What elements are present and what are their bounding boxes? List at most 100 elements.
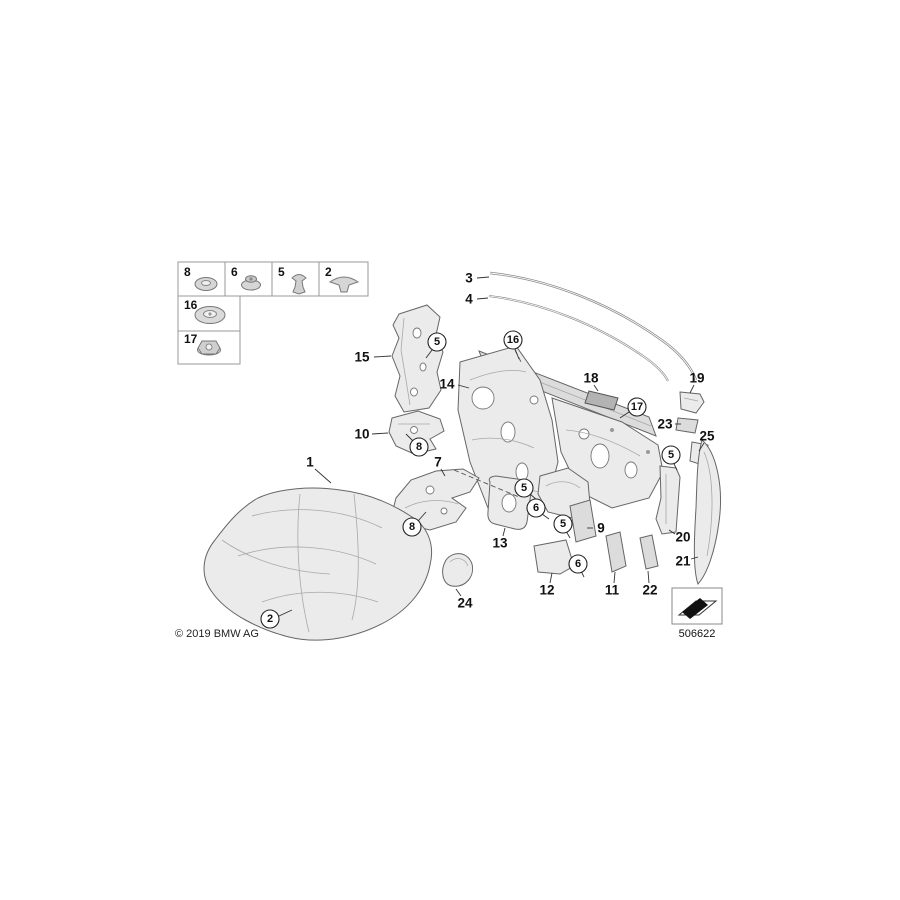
- legend-label-16: 16: [184, 298, 198, 312]
- washer-grommet-icon: [194, 306, 226, 324]
- callout-leader-19: [689, 384, 695, 394]
- callout-leader-8: [405, 433, 414, 442]
- callout-leader-15: [373, 355, 392, 358]
- hex-nut-icon: [197, 340, 221, 356]
- push-clip-icon: [328, 276, 360, 293]
- callout-23-9[interactable]: 23: [657, 417, 673, 432]
- callout-1-14[interactable]: 1: [306, 455, 314, 470]
- part-18-insulation-pad: [584, 390, 619, 411]
- callout-leader-12: [549, 572, 553, 584]
- callout-17-circle-7[interactable]: [627, 397, 647, 417]
- callout-leader-20: [668, 529, 676, 535]
- part-19-bracket: [679, 391, 705, 414]
- insulation-sheet-icon: [677, 598, 718, 619]
- callout-5-circle-3[interactable]: [427, 332, 447, 352]
- callout-8-circle-13[interactable]: [409, 437, 429, 457]
- callout-leader-8: [417, 511, 427, 522]
- callout-9-20[interactable]: 9: [597, 521, 605, 536]
- callout-21-27[interactable]: 21: [675, 554, 691, 569]
- callout-leader-3: [476, 276, 490, 279]
- legend-cell-5[interactable]: 5: [278, 265, 307, 295]
- callout-19-8[interactable]: 19: [689, 371, 704, 386]
- callout-leader-10: [371, 432, 389, 435]
- part-10-insulation-bracket: [388, 410, 445, 455]
- fastener-legend: 8 6 5 2 16: [177, 261, 369, 365]
- callout-6-22[interactable]: 6: [575, 558, 581, 570]
- callout-4-1[interactable]: 4: [465, 292, 473, 307]
- callout-8-circle-16[interactable]: [402, 517, 422, 537]
- callout-14-5[interactable]: 14: [439, 377, 455, 392]
- part-3-cowl-seal-strip: [489, 271, 698, 381]
- callout-11-24[interactable]: 11: [605, 583, 620, 598]
- callout-5-17[interactable]: 5: [521, 482, 527, 494]
- part-21-side-insulation: [693, 439, 721, 585]
- callout-16-4[interactable]: 16: [507, 334, 519, 346]
- callout-8-13[interactable]: 8: [416, 441, 422, 453]
- part-15-side-insulation-panel: [391, 304, 444, 413]
- callout-7-15[interactable]: 7: [434, 455, 442, 470]
- legend-label-5: 5: [278, 265, 285, 279]
- callout-2-29[interactable]: 2: [267, 613, 273, 625]
- callout-5-circle-19[interactable]: [553, 514, 573, 534]
- grommet-icon: [194, 277, 218, 291]
- part-9-insulation-pads: [537, 467, 597, 543]
- callout-leader-11: [613, 571, 616, 584]
- callout-leader-2: [278, 609, 293, 617]
- callout-5-3[interactable]: 5: [434, 336, 440, 348]
- legend-cell-16[interactable]: 16: [184, 298, 226, 324]
- callout-leader-6: [541, 513, 550, 520]
- callout-3-0[interactable]: 3: [465, 271, 473, 286]
- callout-5-19[interactable]: 5: [560, 518, 566, 530]
- callout-10-12[interactable]: 10: [354, 427, 369, 442]
- legend-cell-8[interactable]: 8: [184, 265, 218, 291]
- part-7-insulation-panel: [392, 468, 480, 531]
- legend-cell-2[interactable]: 2: [325, 265, 360, 293]
- callout-24-28[interactable]: 24: [457, 596, 473, 611]
- legend-label-6: 6: [231, 265, 238, 279]
- part-4-cowl-seal-strip: [488, 294, 669, 382]
- callout-leader-24: [455, 588, 462, 597]
- callout-5-circle-11[interactable]: [661, 445, 681, 465]
- callout-18-6[interactable]: 18: [583, 371, 599, 386]
- callout-16-circle-4[interactable]: [503, 330, 523, 350]
- legend-label-2: 2: [325, 265, 332, 279]
- callout-6-circle-18[interactable]: [526, 498, 546, 518]
- copyright-text: © 2019 BMW AG: [175, 628, 259, 640]
- part-11-bracket: [605, 531, 627, 573]
- callout-2-circle-29[interactable]: [260, 609, 280, 629]
- callout-leader-5: [673, 463, 678, 471]
- callout-25-10[interactable]: 25: [699, 429, 715, 444]
- callout-6-circle-22[interactable]: [568, 554, 588, 574]
- part-1-engine-bay-insulation: [203, 487, 433, 641]
- legend-cell-6[interactable]: 6: [231, 265, 261, 291]
- callout-13-21[interactable]: 13: [492, 536, 508, 551]
- callout-12-23[interactable]: 12: [539, 583, 554, 598]
- callout-leader-21: [690, 556, 699, 560]
- callout-5-11[interactable]: 5: [668, 449, 674, 461]
- legend-label-17: 17: [184, 332, 198, 346]
- callout-leader-4: [476, 297, 489, 300]
- callout-leader-5: [425, 349, 433, 359]
- expansion-rivet-icon: [291, 274, 307, 295]
- nut-icon: [241, 275, 261, 291]
- callout-leader-18: [593, 384, 599, 392]
- callout-leader-17: [619, 411, 630, 419]
- callout-20-26[interactable]: 20: [675, 530, 690, 545]
- callout-8-16[interactable]: 8: [409, 521, 415, 533]
- callout-22-25[interactable]: 22: [642, 583, 657, 598]
- part-14-firewall-insulation-left: [457, 345, 559, 523]
- callout-15-2[interactable]: 15: [354, 350, 370, 365]
- part-22-bracket: [639, 534, 659, 570]
- diagram-number: 506622: [679, 628, 716, 640]
- callout-17-7[interactable]: 17: [631, 401, 643, 413]
- callout-5-circle-17[interactable]: [514, 478, 534, 498]
- callout-leader-16: [514, 348, 520, 360]
- legend-cell-17[interactable]: 17: [184, 332, 221, 356]
- callout-leader-22: [647, 570, 650, 584]
- construction-line-0: [453, 469, 520, 498]
- callout-6-18[interactable]: 6: [533, 502, 539, 514]
- callout-leader-13: [502, 527, 506, 537]
- part-24-insulation-cap: [442, 553, 474, 587]
